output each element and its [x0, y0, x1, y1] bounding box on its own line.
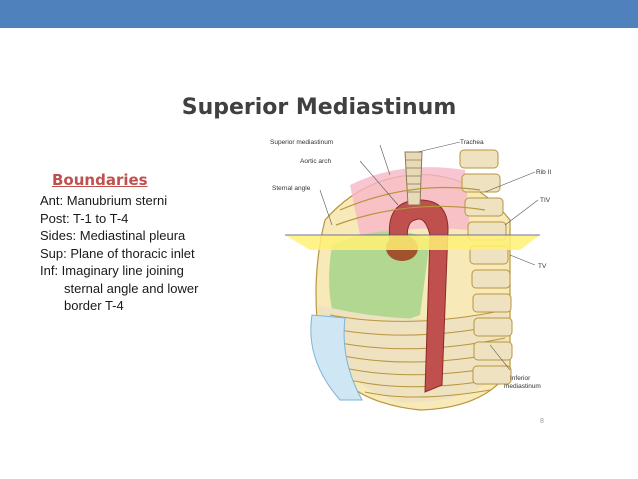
boundaries-heading: Boundaries — [52, 171, 148, 189]
lower-ribs-shape — [318, 305, 508, 403]
label-inferior-line2: mediastinum — [504, 383, 541, 390]
diaphragm-shape — [310, 314, 363, 401]
boundary-anterior: Ant: Manubrium sterni — [40, 193, 168, 208]
boundaries-list: Ant: Manubrium sterni Post: T-1 to T-4 S… — [40, 192, 260, 315]
label-tiv: TIV — [540, 197, 551, 204]
boundary-sides: Sides: Mediastinal pleura — [40, 228, 186, 243]
label-sternal-angle: Sternal angle — [272, 185, 311, 192]
slide-title: Superior Mediastinum — [181, 95, 457, 120]
upper-rib-lines — [335, 186, 486, 226]
label-inferior-line1: Inferior — [510, 375, 531, 382]
mediastinum-diagram: Superior mediastinum Trachea Aortic arch… — [270, 139, 551, 411]
plane-of-sternal-angle — [285, 235, 540, 250]
label-superior-mediastinum: Superior mediastinum — [270, 139, 333, 146]
boundary-inferior: Inf: Imaginary line joining sternal angl… — [40, 262, 260, 315]
label-aortic-arch: Aortic arch — [300, 158, 331, 165]
trachea-rings — [405, 159, 422, 193]
label-tv: TV — [538, 263, 547, 270]
label-leaders — [319, 141, 539, 371]
boundary-inferior-line3: border T-4 — [64, 298, 124, 313]
boundary-inferior-line1: Inf: Imaginary line joining — [40, 263, 184, 278]
boundary-superior: Sup: Plane of thoracic inlet — [40, 245, 195, 261]
label-rib-ii: Rib II — [536, 169, 551, 176]
top-bar — [0, 0, 638, 28]
boundary-posterior: Post: T-1 to T-4 — [40, 210, 129, 226]
slide-number: 8 — [540, 418, 544, 425]
label-trachea: Trachea — [460, 139, 484, 146]
boundary-inferior-line2: sternal angle and lower — [64, 280, 199, 296]
